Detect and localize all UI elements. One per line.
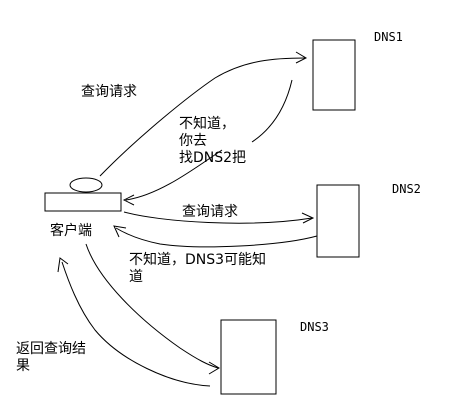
dns3-server-box (220, 319, 277, 395)
arrowhead-dns3-return (57, 257, 69, 273)
arrowhead-query-dns1 (295, 51, 308, 64)
dns1-label: DNS1 (374, 30, 403, 44)
arrow-dns3-return (61, 261, 211, 387)
arrow-dns1-reply-lower (125, 149, 223, 201)
arrowhead-query-dns2 (301, 212, 315, 224)
return-result-line2: 果 (16, 358, 30, 374)
dns2-reply-line1: 不知道，DNS3可能知 (129, 252, 267, 268)
dns2-reply-line2: 道 (129, 269, 143, 285)
arrow-dns2-reply (115, 227, 318, 248)
dns1-reply-line3: 找DNS2把 (179, 150, 247, 166)
query-dns2-label: 查询请求 (182, 204, 238, 220)
arrowhead-dns1-reply (122, 194, 135, 206)
dns2-server-box (316, 184, 360, 258)
arrowhead-dns2-reply (113, 225, 127, 238)
arrowhead-query-dns3 (208, 361, 220, 375)
dns2-label: DNS2 (392, 182, 421, 196)
arrow-query-dns1 (99, 57, 306, 177)
arrow-dns1-reply (251, 79, 293, 143)
arrow-query-dns2 (123, 211, 313, 224)
dns1-server-box (312, 39, 356, 111)
arrow-query-dns3 (85, 243, 219, 369)
query-dns1-label: 查询请求 (81, 84, 137, 100)
client-label: 客户端 (50, 223, 92, 239)
dns3-label: DNS3 (300, 320, 329, 334)
dns1-reply-line2: 你去 (179, 133, 207, 149)
client-box (44, 192, 122, 212)
dns1-reply-line1: 不知道， (179, 116, 235, 132)
client-monitor-icon (69, 177, 103, 193)
return-result-line1: 返回查询结 (16, 341, 86, 357)
